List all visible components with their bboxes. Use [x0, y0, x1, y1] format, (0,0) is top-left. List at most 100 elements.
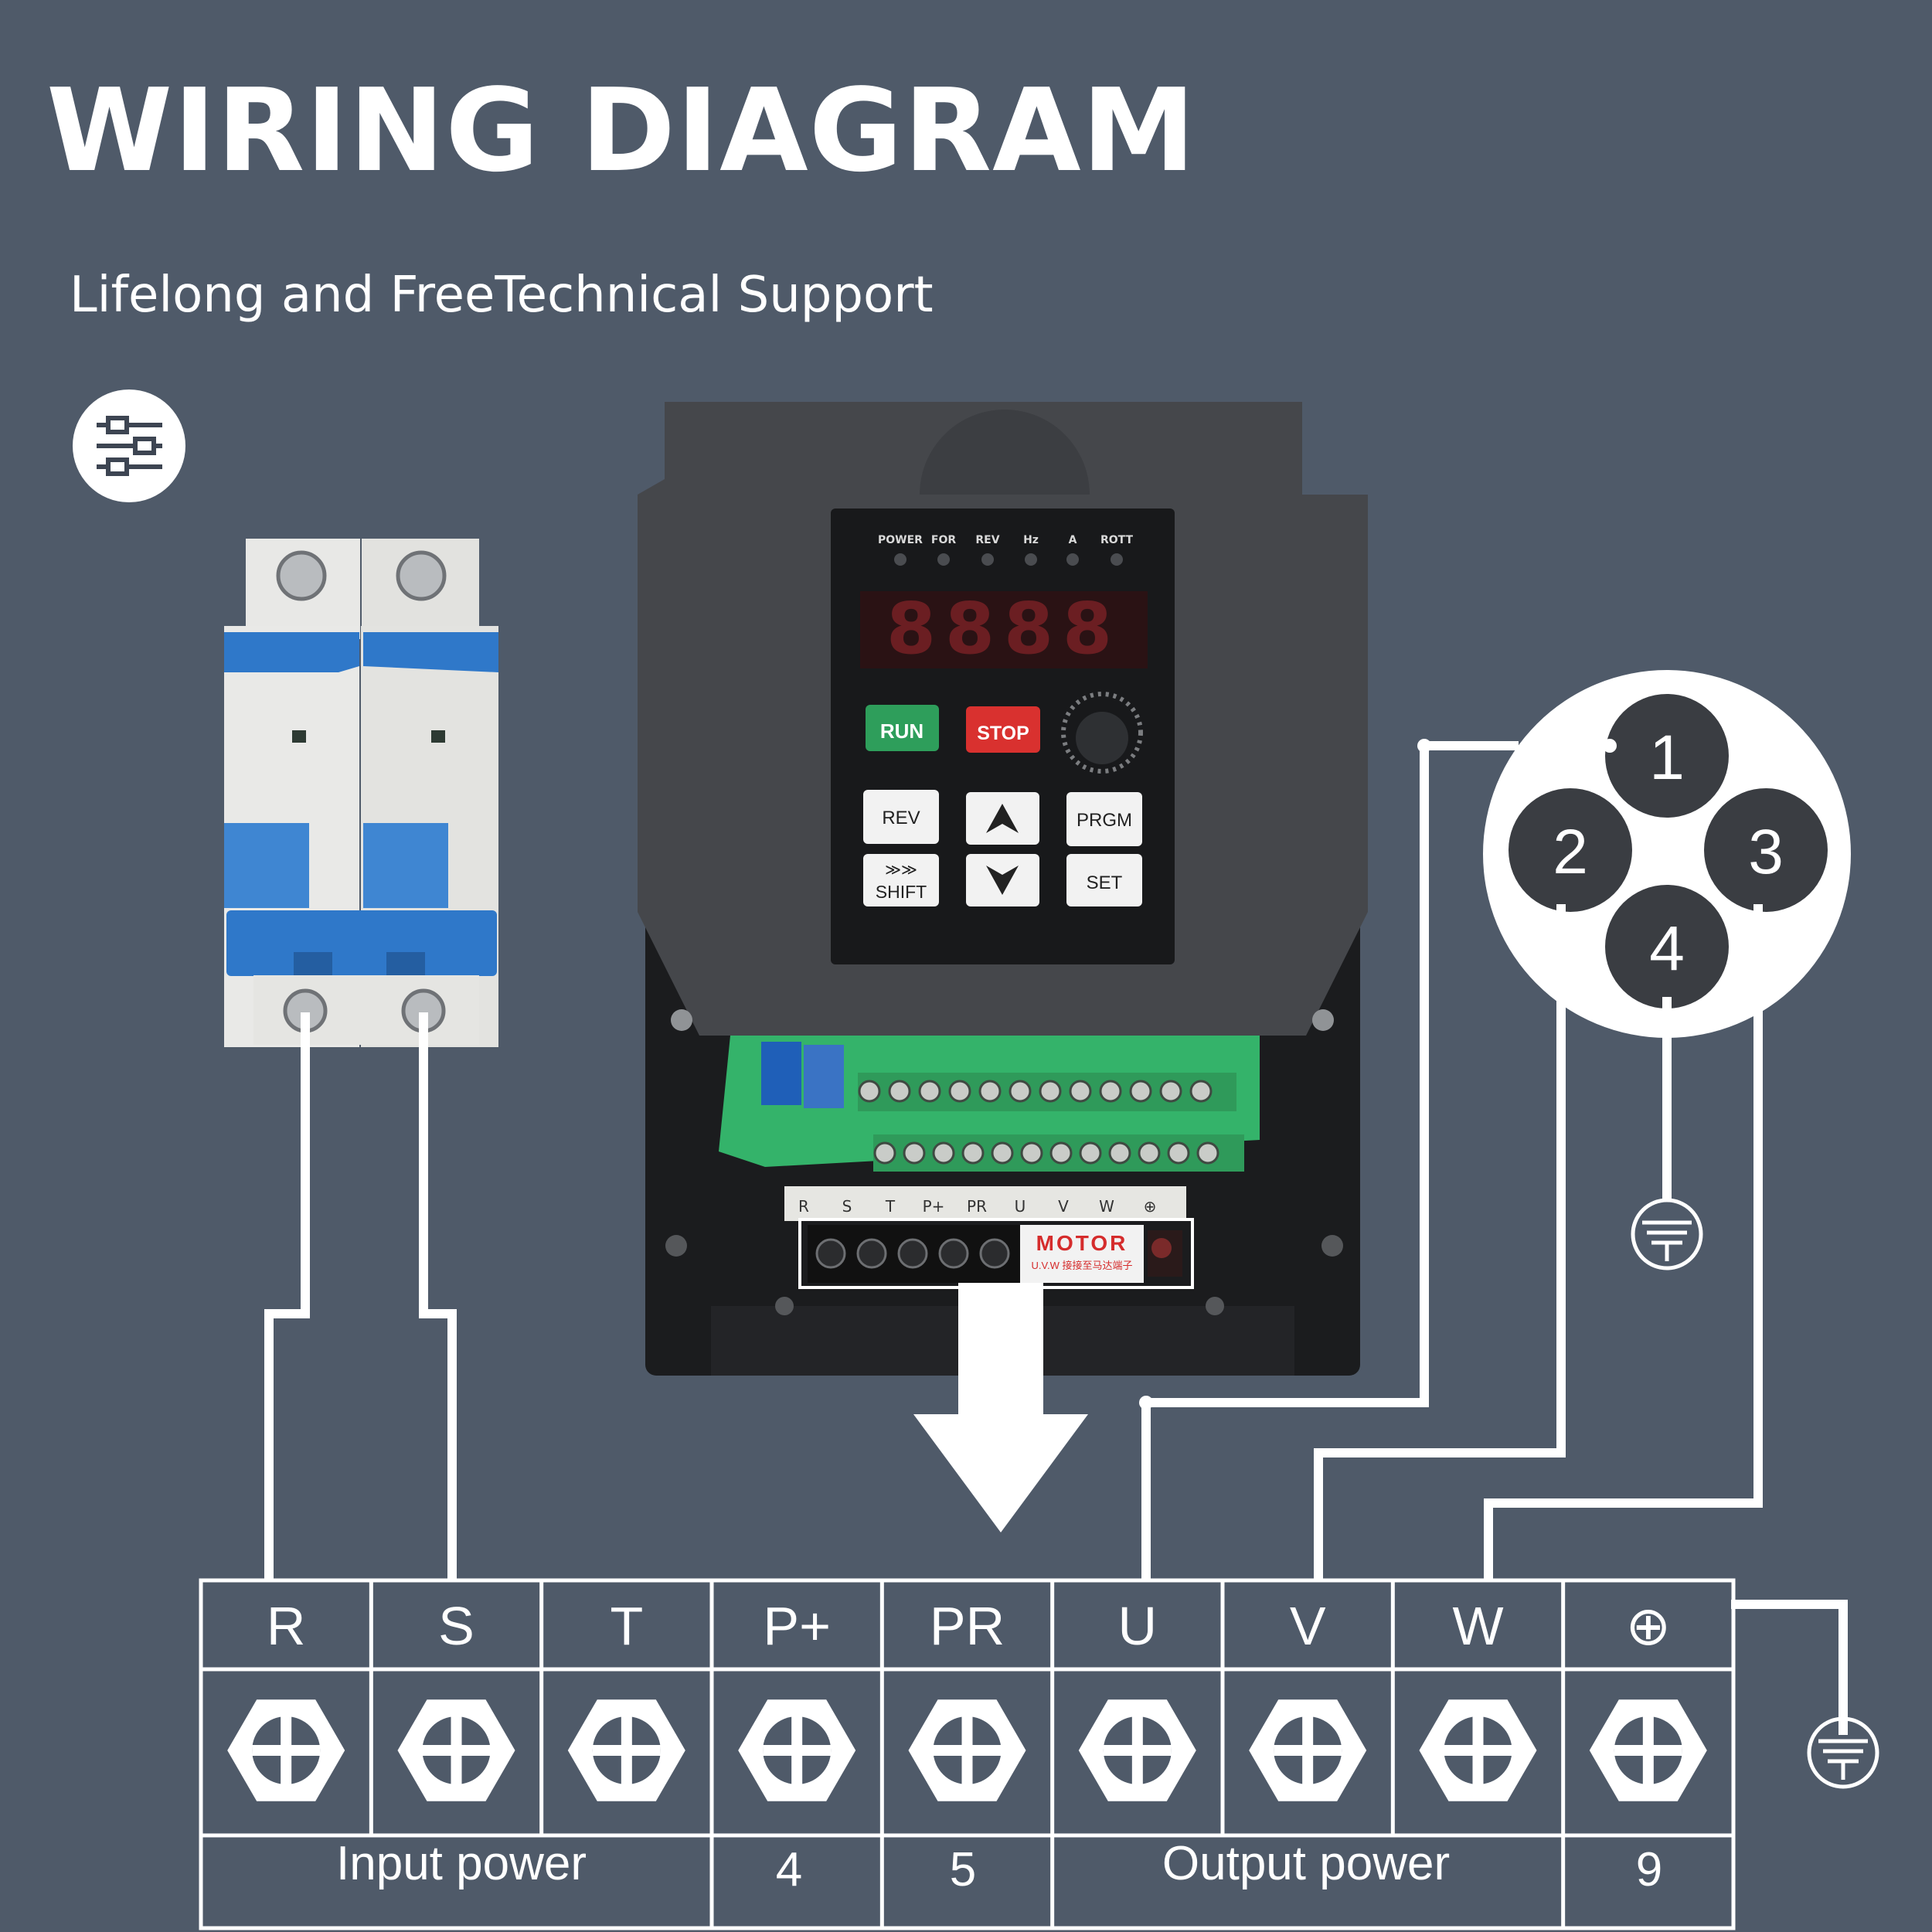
pcb-screw-icon	[1009, 1080, 1032, 1103]
power-screw-icon	[979, 1238, 1010, 1269]
down-button[interactable]	[966, 854, 1039, 906]
strip-label-7: W	[1099, 1197, 1114, 1216]
led-display: 8888	[886, 587, 1121, 670]
ground-screw-icon	[1151, 1238, 1172, 1258]
shift-label: SHIFT	[876, 882, 927, 902]
set-button[interactable]: SET	[1066, 854, 1142, 906]
svg-text:3: 3	[1748, 817, 1784, 887]
strip-label-8: ⊕	[1144, 1197, 1157, 1216]
rev-label: REV	[882, 808, 920, 828]
terminal-label-3: P+	[763, 1596, 831, 1656]
terminal-label-8: ⊕	[1626, 1596, 1672, 1656]
terminal-screw-icon	[1249, 1699, 1367, 1801]
pcb-screw-icon	[961, 1141, 985, 1165]
pcb-screw-icon	[1079, 1141, 1102, 1165]
footer-p-plus: 4	[776, 1843, 802, 1896]
pcb-screw-icon	[1020, 1141, 1043, 1165]
terminal-screw-icon	[908, 1699, 1026, 1801]
terminal-label-7: W	[1452, 1596, 1503, 1656]
pin-4: 4	[1605, 885, 1729, 1009]
prgm-label: PRGM	[1077, 810, 1132, 831]
indicator-a: A	[1069, 534, 1077, 546]
ground-icon	[1807, 1716, 1879, 1789]
pcb-screw-icon	[1159, 1080, 1182, 1103]
stop-label: STOP	[977, 723, 1029, 744]
svg-text:1: 1	[1649, 723, 1685, 793]
power-screw-icon	[856, 1238, 887, 1269]
strip-label-5: U	[1015, 1197, 1026, 1216]
circuit-breaker	[224, 539, 498, 1047]
pcb-screw-icon	[932, 1141, 955, 1165]
pcb-screw-icon	[948, 1080, 971, 1103]
terminal-screw-icon	[1078, 1699, 1196, 1801]
indicator-for: FOR	[931, 534, 956, 546]
power-screw-icon	[815, 1238, 846, 1269]
prgm-button[interactable]: PRGM	[1066, 792, 1142, 846]
pcb-screw-icon	[1108, 1141, 1131, 1165]
pcb-screw-icon	[1196, 1141, 1219, 1165]
pcb-screw-icon	[1069, 1080, 1092, 1103]
pcb-screw-icon	[991, 1141, 1014, 1165]
motor-sublabel: U.V.W 接接至马达端子	[1032, 1260, 1133, 1271]
power-screw-icon	[897, 1238, 928, 1269]
shift-button[interactable]: ≫≫ SHIFT	[863, 854, 939, 906]
pcb-screw-icon	[1129, 1080, 1152, 1103]
strip-label-0: R	[798, 1197, 809, 1216]
stop-button[interactable]: STOP	[966, 706, 1040, 753]
pcb-screw-icon	[888, 1080, 911, 1103]
footer-pr: 5	[950, 1843, 976, 1896]
pcb-screw-icon	[873, 1141, 896, 1165]
terminal-block-frame	[199, 1578, 1736, 1930]
terminal-screw-icon	[227, 1699, 345, 1801]
terminal-screw-icon	[397, 1699, 515, 1801]
arrow-down-icon	[986, 866, 1019, 895]
rev-button[interactable]: REV	[863, 790, 939, 844]
run-label: RUN	[880, 719, 923, 743]
up-button[interactable]	[966, 792, 1039, 845]
footer-output-power: Output power	[1162, 1837, 1450, 1890]
screw-icon	[396, 550, 447, 601]
down-arrow-icon	[913, 1283, 1088, 1532]
pin-1: 1	[1605, 694, 1729, 818]
strip-label-1: S	[842, 1197, 852, 1216]
pin-3: 3	[1704, 788, 1828, 912]
terminal-label-5: U	[1118, 1596, 1158, 1656]
pcb-screw-icon	[1189, 1080, 1213, 1103]
indicator-rott: ROTT	[1100, 534, 1134, 546]
terminal-label-4: PR	[930, 1596, 1005, 1656]
arrow-up-icon	[986, 804, 1019, 833]
svg-text:2: 2	[1553, 817, 1588, 887]
page-subtitle: Lifelong and FreeTechnical Support	[70, 267, 934, 324]
wires	[264, 741, 1848, 1735]
page-title: WIRING DIAGRAM	[46, 64, 1196, 197]
pcb-screw-icon	[903, 1141, 926, 1165]
terminal-screw-icon	[1419, 1699, 1537, 1801]
motor-connector: 1 2 3 4	[1483, 670, 1851, 1038]
terminal-label-0: R	[267, 1596, 306, 1656]
footer-input-power: Input power	[336, 1837, 587, 1890]
pcb-screw-icon	[1167, 1141, 1190, 1165]
pcb-screw-icon	[1138, 1141, 1161, 1165]
terminal-screw-icon	[738, 1699, 856, 1801]
power-screw-icon	[938, 1238, 969, 1269]
terminal-label-6: V	[1290, 1596, 1326, 1656]
relay	[761, 1042, 801, 1105]
strip-label-3: P+	[923, 1197, 945, 1216]
screw-icon	[276, 550, 327, 601]
indicator-rev: REV	[975, 534, 999, 546]
indicator-hz: Hz	[1023, 534, 1039, 546]
shift-arrows-label: ≫≫	[885, 862, 917, 879]
svg-text:4: 4	[1649, 913, 1685, 984]
pcb-screw-icon	[978, 1080, 1002, 1103]
speed-knob[interactable]	[1061, 692, 1143, 774]
strip-label-2: T	[885, 1197, 896, 1216]
terminal-screw-icon	[567, 1699, 685, 1801]
run-button[interactable]: RUN	[866, 705, 939, 751]
set-label: SET	[1087, 872, 1123, 893]
indicator-power: POWER	[878, 534, 923, 546]
strip-label-6: V	[1058, 1197, 1069, 1216]
pcb-screw-icon	[918, 1080, 941, 1103]
pin-2: 2	[1509, 788, 1632, 912]
terminal-label-1: S	[438, 1596, 474, 1656]
